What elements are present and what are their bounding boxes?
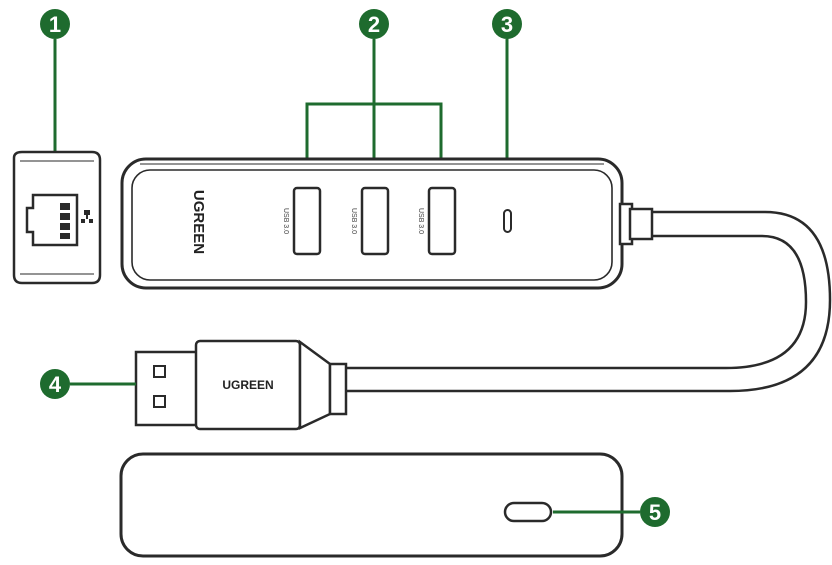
usb-cable — [345, 210, 832, 393]
usb-plug-boot — [298, 339, 332, 430]
callout-1-badge — [40, 9, 70, 39]
usb-plug-hole-top — [153, 365, 166, 378]
usb-plug-icon: UGREEN — [134, 339, 348, 431]
ethernet-port-icon — [25, 193, 79, 247]
usb-port-2: USB 3.0 — [350, 186, 390, 256]
usb-port-1: USB 3.0 — [282, 186, 322, 256]
network-icon — [81, 210, 93, 223]
usb-plug-strain-relief — [328, 362, 348, 416]
usb-port-3: USB 3.0 — [417, 186, 457, 256]
usb-plug-hole-bottom — [153, 395, 166, 408]
usb-plug-metal — [134, 350, 200, 427]
callout-4-badge — [40, 369, 70, 399]
usb-port-1-label: USB 3.0 — [282, 208, 289, 234]
hub-body: UGREEN USB 3.0 USB 3.0 USB 3.0 — [120, 157, 624, 290]
usb-port-2-label: USB 3.0 — [350, 208, 357, 234]
callout-5: 5 — [553, 497, 670, 527]
hub-brand-label: UGREEN — [190, 190, 207, 254]
bottom-light-slot — [503, 501, 553, 523]
ethernet-end-cap — [12, 150, 102, 285]
callout-3-number: 3 — [501, 12, 513, 37]
callout-2: 2 — [305, 9, 443, 188]
callout-2-number: 2 — [368, 12, 380, 37]
callout-4: 4 — [40, 369, 136, 399]
callout-2-badge — [359, 9, 389, 39]
callout-5-number: 5 — [649, 500, 661, 525]
hub-bottom-view — [119, 452, 624, 558]
hub-cable-connector — [618, 202, 654, 246]
usb-port-3-label: USB 3.0 — [417, 208, 424, 234]
callout-5-badge — [640, 497, 670, 527]
callout-2-leader-bracket — [305, 102, 443, 188]
usb-plug-brand-label: UGREEN — [222, 378, 273, 392]
callout-4-number: 4 — [49, 372, 62, 397]
callout-3-badge — [492, 9, 522, 39]
hub-inner-edge — [131, 169, 613, 281]
callout-1-number: 1 — [49, 12, 61, 37]
hub-bottom-shell — [119, 452, 624, 558]
indicator-light — [503, 209, 512, 233]
